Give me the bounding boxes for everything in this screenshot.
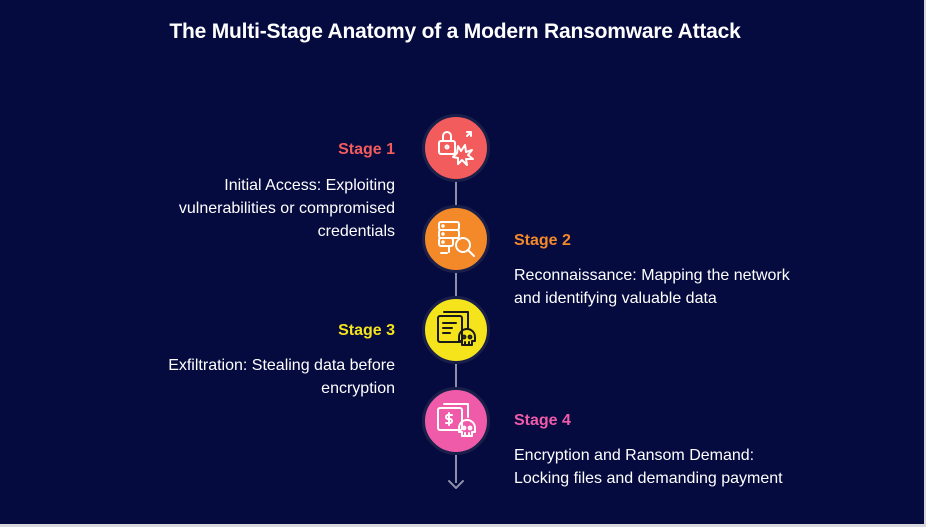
stage-2-description: Reconnaissance: Mapping the network and … — [514, 267, 790, 307]
diagram-title: The Multi-Stage Anatomy of a Modern Rans… — [169, 20, 741, 43]
stage-4-description: Encryption and Ransom Demand: Locking fi… — [514, 447, 783, 487]
stage-2-node — [422, 205, 490, 273]
stage-2-label: Stage 2 — [514, 232, 571, 249]
stage-4-label: Stage 4 — [514, 412, 571, 429]
stage-4-node — [422, 387, 490, 455]
timeline-axis — [455, 182, 457, 206]
timeline-axis — [455, 364, 457, 388]
stage-1-description: Initial Access: Exploiting vulnerabiliti… — [178, 177, 395, 240]
timeline-axis — [455, 455, 457, 483]
arrow-down-icon — [448, 480, 464, 489]
stage-1-label: Stage 1 — [338, 141, 395, 158]
lock-breach-icon — [438, 131, 474, 166]
timeline-axis — [455, 273, 457, 297]
stage-3-description: Exfiltration: Stealing data before encry… — [168, 357, 395, 397]
document-skull-icon — [437, 311, 476, 346]
stage-1-node — [422, 114, 490, 182]
stage-3-label: Stage 3 — [338, 322, 395, 339]
server-search-icon — [438, 221, 475, 257]
stage-3-node — [422, 296, 490, 364]
ransom-skull-icon — [437, 403, 476, 437]
